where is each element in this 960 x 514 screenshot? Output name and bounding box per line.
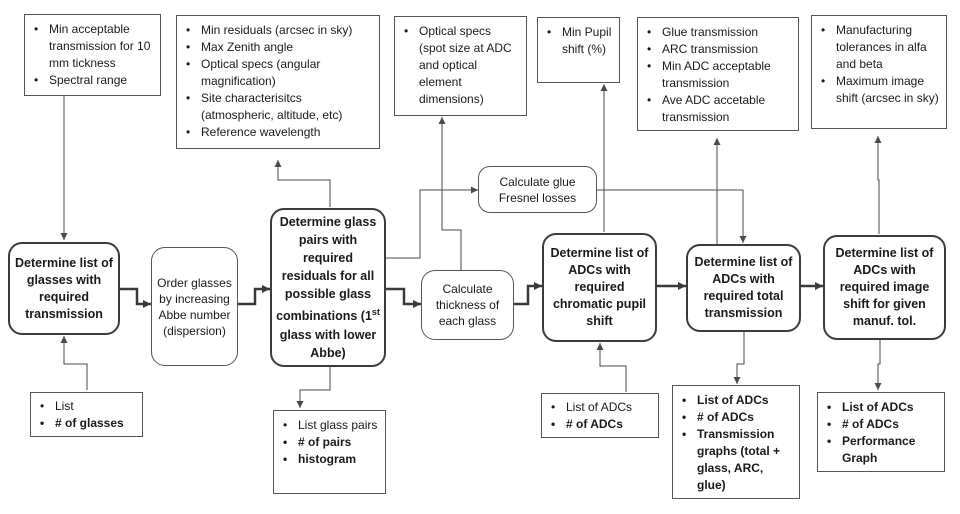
- process-image-shift: Determine list of ADCs with required ima…: [823, 235, 946, 340]
- input-optical-specs: Optical specs (spot size at ADC and opti…: [394, 16, 527, 116]
- superscript: st: [371, 307, 380, 318]
- arrow-out3: [296, 367, 331, 408]
- input-item: Ave ADC accetable transmission: [647, 92, 792, 126]
- input-item: Manufacturing tolerances in alfa and bet…: [821, 22, 940, 73]
- list-item: List: [40, 398, 136, 415]
- arrow-out8: [874, 340, 882, 390]
- arrow-main-3: [385, 287, 421, 308]
- list-item: # of glasses: [40, 415, 136, 432]
- list-item: List of ADCs: [551, 399, 652, 416]
- arrow-main-1: [120, 287, 151, 308]
- process-text: Determine glass pairs with required resi…: [276, 213, 380, 361]
- process-chromatic-pupil-shift: Determine list of ADCs with required chr…: [542, 233, 657, 342]
- arrow-main-2: [238, 285, 270, 306]
- arrow-glue-to-p7: [597, 189, 747, 243]
- output-image-shift-results: List of ADCs # of ADCs Performance Graph: [817, 392, 945, 472]
- arrow-up-in8: [874, 136, 882, 234]
- input-item: Max Zenith angle: [186, 39, 373, 56]
- input-item: Site characterisitcs (atmospheric, altit…: [186, 90, 373, 124]
- input-transmission-limits: Glue transmission ARC transmission Min A…: [637, 17, 799, 131]
- arrow-to-glue: [385, 186, 478, 259]
- list-item: # of ADCs: [551, 416, 652, 433]
- list-item: Transmission graphs (total + glass, ARC,…: [682, 426, 793, 494]
- input-item: ARC transmission: [647, 41, 792, 58]
- process-determine-glasses: Determine list of glasses with required …: [8, 242, 120, 335]
- list-item: List of ADCs: [682, 392, 793, 409]
- input-adc-list: List of ADCs # of ADCs: [541, 393, 659, 438]
- arrow-in6b: [596, 343, 627, 392]
- arrow-up-in3: [274, 160, 331, 207]
- list-item: # of pairs: [283, 434, 379, 451]
- input-item: Spectral range: [34, 72, 154, 89]
- input-item: Glue transmission: [647, 24, 792, 41]
- process-calculate-glue-losses: Calculate glue Fresnel losses: [478, 166, 597, 213]
- list-item: # of ADCs: [682, 409, 793, 426]
- input-item: Min ADC acceptable transmission: [647, 58, 792, 92]
- process-determine-glass-pairs: Determine glass pairs with required resi…: [270, 208, 386, 367]
- input-item: Maximum image shift (arcsec in sky): [821, 73, 940, 107]
- input-item: Optical specs (spot size at ADC and opti…: [404, 23, 520, 108]
- arrow-in1b: [60, 336, 88, 390]
- input-item: Optical specs (angular magnification): [186, 56, 373, 90]
- input-transmission-specs: Min acceptable transmission for 10 mm ti…: [24, 14, 161, 96]
- input-pupil-shift: Min Pupil shift (%): [537, 17, 620, 83]
- list-item: histogram: [283, 451, 379, 468]
- input-item: Reference wavelength: [186, 124, 373, 141]
- process-total-transmission: Determine list of ADCs with required tot…: [686, 244, 801, 332]
- list-item: List of ADCs: [827, 399, 938, 416]
- process-order-glasses: Order glasses by increasing Abbe number …: [151, 247, 238, 366]
- input-item: Min Pupil shift (%): [547, 24, 613, 58]
- input-residual-specs: Min residuals (arcsec in sky) Max Zenith…: [176, 15, 380, 149]
- input-item: Min acceptable transmission for 10 mm ti…: [34, 21, 154, 72]
- list-item: List glass pairs: [283, 417, 379, 434]
- list-item: Performance Graph: [827, 433, 938, 467]
- output-glass-pairs: List glass pairs # of pairs histogram: [273, 410, 386, 494]
- input-manufacturing-tolerances: Manufacturing tolerances in alfa and bet…: [811, 15, 947, 129]
- input-glass-list: List # of glasses: [30, 392, 143, 437]
- input-item: Min residuals (arcsec in sky): [186, 22, 373, 39]
- process-text-part: Determine glass pairs with required resi…: [276, 215, 377, 324]
- arrow-out7: [733, 332, 745, 384]
- arrow-main-4: [514, 282, 542, 306]
- arrow-up-in4: [438, 117, 462, 270]
- process-text-part: glass with lower Abbe): [279, 327, 377, 360]
- list-item: # of ADCs: [827, 416, 938, 433]
- output-transmission-results: List of ADCs # of ADCs Transmission grap…: [672, 385, 800, 499]
- process-calculate-thickness: Calculate thickness of each glass: [421, 270, 514, 340]
